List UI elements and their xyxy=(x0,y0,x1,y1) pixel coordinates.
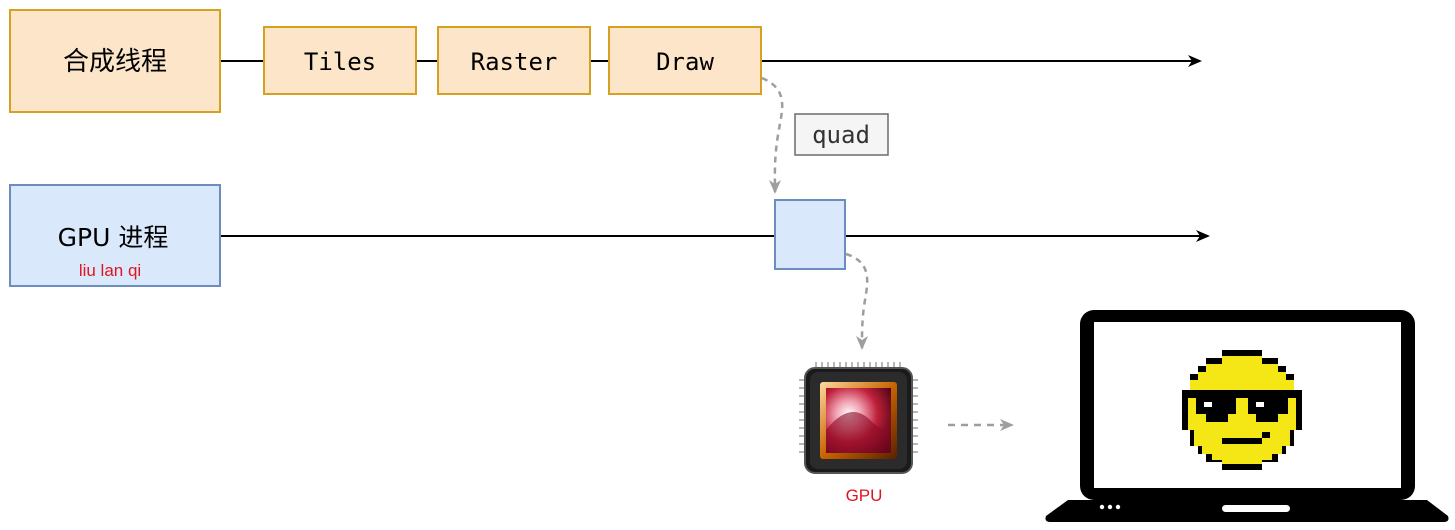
stage-draw: Draw xyxy=(608,26,762,95)
gpu-chip-label: GPU xyxy=(846,486,883,505)
stage-tiles-label: Tiles xyxy=(304,48,376,76)
sunglasses-smiley-icon xyxy=(1182,350,1302,470)
gpu-chip-icon: GPU xyxy=(799,362,918,505)
gpu-block-to-chip-dashed-arrow xyxy=(845,252,869,350)
compositor-thread-label: 合成线程 xyxy=(63,47,167,77)
gpu-process-sublabel: liu lan qi xyxy=(79,261,141,280)
quad-label-box: quad xyxy=(794,113,889,156)
stage-raster: Raster xyxy=(437,26,591,95)
stage-raster-label: Raster xyxy=(471,48,558,76)
stage-tiles: Tiles xyxy=(263,26,417,95)
gpu-process-box: GPU 进程 liu lan qi xyxy=(9,184,221,287)
laptop-icon xyxy=(1045,310,1449,522)
stage-draw-label: Draw xyxy=(656,48,714,76)
draw-to-gpu-dashed-arrow xyxy=(761,76,784,194)
gpu-process-label: GPU 进程 xyxy=(58,223,169,252)
quad-label: quad xyxy=(812,121,870,149)
gpu-task-block xyxy=(774,199,846,270)
compositor-thread-box: 合成线程 xyxy=(9,9,221,113)
